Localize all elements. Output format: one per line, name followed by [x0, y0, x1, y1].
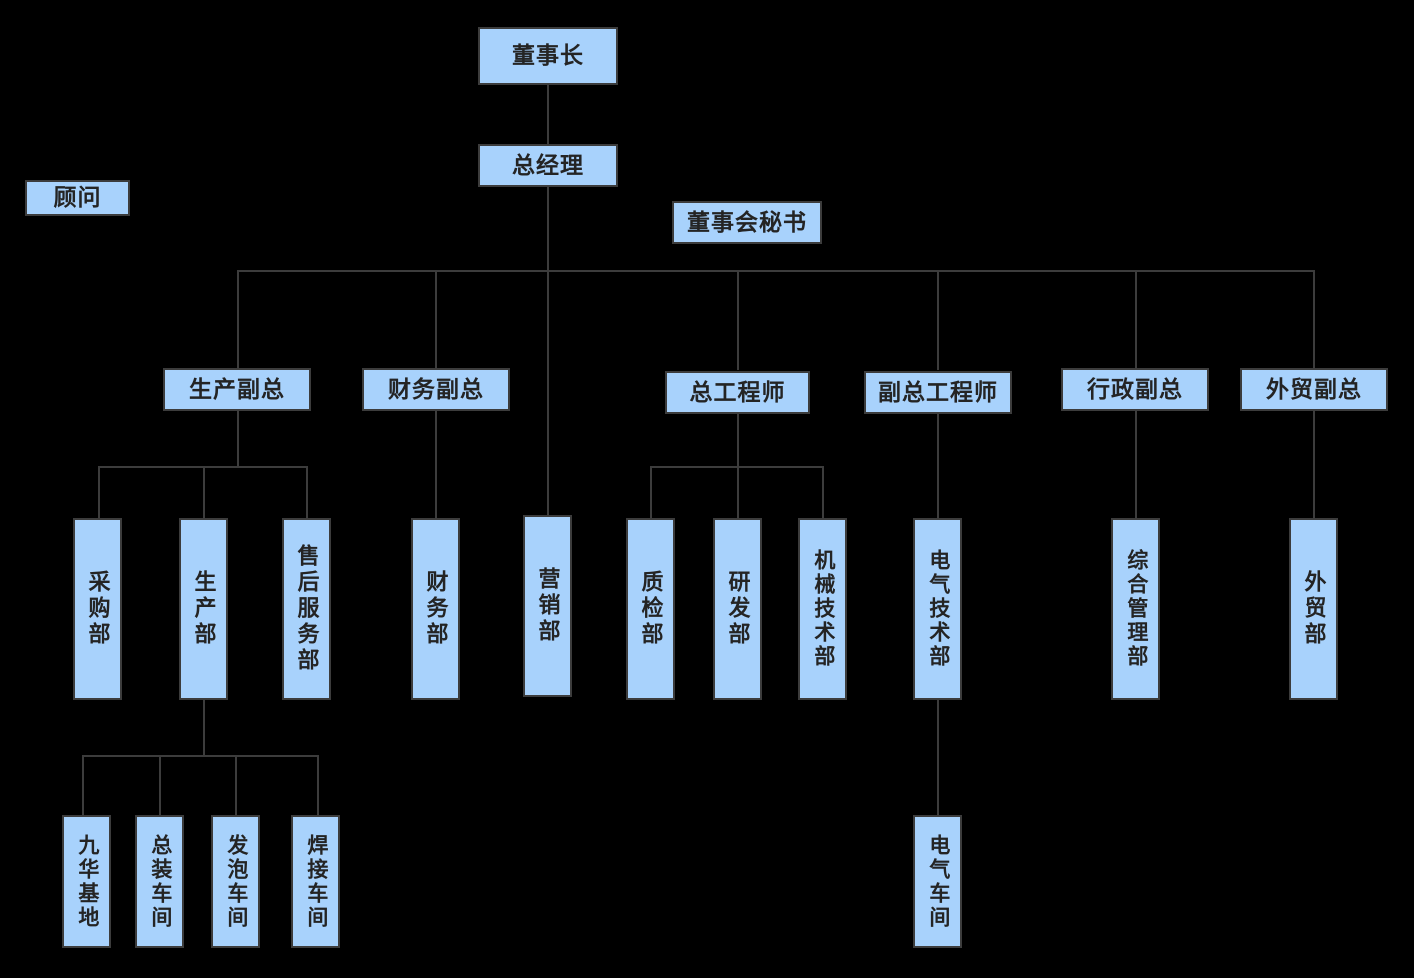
- node-advisor[interactable]: 顾问: [25, 180, 130, 216]
- connector-workshops-bus: [82, 755, 319, 757]
- connector-drop-mech: [822, 466, 824, 518]
- connector-drop-vp-admin: [1135, 270, 1137, 370]
- connector-dep-chief-eng-stem: [937, 414, 939, 518]
- connector-drop-vp-fin: [435, 270, 437, 370]
- node-chief-engineer[interactable]: 总工程师: [665, 371, 810, 414]
- connector-chairman-gm: [547, 85, 549, 145]
- connector-vp-trade-stem: [1313, 411, 1315, 518]
- connector-drop-market: [547, 270, 549, 515]
- connector-vp-prod-stem: [237, 411, 239, 467]
- connector-drop-ws-foam: [235, 755, 237, 815]
- connector-drop-vp-prod: [237, 270, 239, 370]
- connector-drop-ws-jiuhua: [82, 755, 84, 815]
- connector-main-bus: [237, 270, 1314, 272]
- node-dept-quality-control[interactable]: 质检部: [626, 518, 675, 700]
- connector-vp-fin-stem: [435, 411, 437, 518]
- node-workshop-jiuhua-base[interactable]: 九华基地: [62, 815, 111, 948]
- connector-drop-purchase: [98, 466, 100, 518]
- node-dept-research-development[interactable]: 研发部: [713, 518, 762, 700]
- node-dept-mechanical-technology[interactable]: 机械技术部: [798, 518, 847, 700]
- node-board-secretary[interactable]: 董事会秘书: [672, 201, 822, 244]
- node-dept-marketing[interactable]: 营销部: [523, 515, 572, 697]
- node-workshop-assembly[interactable]: 总装车间: [135, 815, 184, 948]
- connector-drop-ws-weld: [317, 755, 319, 815]
- node-deputy-chief-engineer[interactable]: 副总工程师: [864, 371, 1012, 414]
- node-dept-production[interactable]: 生产部: [179, 518, 228, 700]
- connector-drop-vp-trade: [1313, 270, 1315, 370]
- connector-drop-qc: [650, 466, 652, 518]
- connector-drop-service: [306, 466, 308, 518]
- node-workshop-electrical[interactable]: 电气车间: [913, 815, 962, 948]
- node-dept-finance[interactable]: 财务部: [411, 518, 460, 700]
- connector-drop-ws-assembly: [159, 755, 161, 815]
- node-vp-foreign-trade[interactable]: 外贸副总: [1240, 368, 1388, 411]
- connector-elec-dept-ws: [937, 700, 939, 815]
- node-chairman[interactable]: 董事长: [478, 27, 618, 85]
- connector-prod-dept-stem: [203, 700, 205, 756]
- node-dept-purchasing[interactable]: 采购部: [73, 518, 122, 700]
- node-vp-administration[interactable]: 行政副总: [1061, 368, 1209, 411]
- connector-drop-dep-chief-eng: [937, 270, 939, 370]
- node-dept-electrical-technology[interactable]: 电气技术部: [913, 518, 962, 700]
- node-dept-after-sales-service[interactable]: 售后服务部: [282, 518, 331, 700]
- node-dept-general-management[interactable]: 综合管理部: [1111, 518, 1160, 700]
- connector-chief-eng-stem: [737, 414, 739, 467]
- connector-chief-eng-bus: [650, 466, 823, 468]
- connector-vp-admin-stem: [1135, 411, 1137, 518]
- node-workshop-foaming[interactable]: 发泡车间: [211, 815, 260, 948]
- node-workshop-welding[interactable]: 焊接车间: [291, 815, 340, 948]
- node-general-manager[interactable]: 总经理: [478, 144, 618, 187]
- connector-drop-prod-dept: [203, 466, 205, 518]
- connector-drop-rd: [737, 466, 739, 518]
- connector-drop-chief-eng: [737, 270, 739, 370]
- node-vp-finance[interactable]: 财务副总: [362, 368, 510, 411]
- node-vp-production[interactable]: 生产副总: [163, 368, 311, 411]
- node-dept-foreign-trade[interactable]: 外贸部: [1289, 518, 1338, 700]
- connector-gm-trunk: [547, 187, 549, 272]
